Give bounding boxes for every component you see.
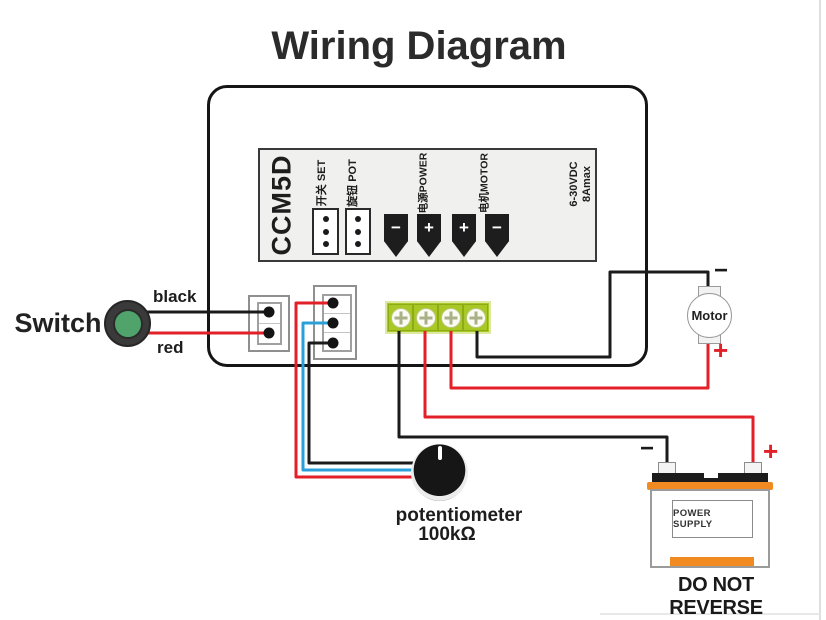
battery-orange-strip (670, 557, 754, 566)
terminal-cell (388, 304, 413, 331)
pin-dot (322, 240, 329, 247)
terminal-sign: − (492, 218, 502, 237)
controller-label-panel: CCM5D 开关 SET 旋钮 POT 电源POWER 电机MOTOR − + … (258, 148, 597, 262)
screw-icon (440, 307, 461, 328)
screw-icon (415, 307, 436, 328)
pin-dot (322, 228, 329, 235)
red-wire-label: red (157, 338, 184, 357)
terminal-sign: + (459, 218, 469, 237)
black-wire-label: black (153, 287, 197, 306)
terminal-cell (438, 304, 463, 331)
pot-pins-icon (345, 208, 371, 255)
switch-button (104, 300, 151, 347)
knob-indicator (437, 446, 442, 460)
photo-edge-right (819, 0, 821, 620)
photo-edge-bottom (600, 613, 820, 615)
screw-icon (465, 307, 486, 328)
pin-dot (355, 240, 361, 247)
potentiometer-name: potentiometer (395, 505, 523, 526)
power-label: 电源POWER (417, 152, 430, 214)
terminal-cell (463, 304, 488, 331)
do-not-reverse-warning: DO NOT REVERSE (669, 574, 763, 619)
set-label: 开关 SET (316, 159, 328, 207)
screw-terminal-block (385, 301, 491, 334)
motor-positive-sign: + (713, 335, 729, 365)
power-supply-label: POWER SUPPLY (672, 500, 753, 538)
connector-cell (259, 324, 280, 343)
power-plus-terminal-icon: + (417, 214, 441, 257)
battery-positive-sign: + (763, 436, 779, 466)
screw-icon (390, 307, 411, 328)
page-title: Wiring Diagram (271, 24, 567, 68)
battery-top-notch (704, 473, 718, 478)
pin-dot (355, 228, 361, 235)
pot-label: 旋钮 POT (347, 159, 359, 207)
battery-orange-band (647, 482, 773, 490)
connector-cell (324, 333, 350, 350)
pin-dot (322, 216, 329, 223)
switch-label: Switch (14, 308, 102, 338)
switch-button-cap (112, 308, 143, 339)
battery-negative-sign: − (640, 435, 655, 462)
terminal-sign: + (424, 218, 434, 237)
power-minus-terminal-icon: − (384, 214, 408, 257)
rating-line1: 6-30VDC (568, 161, 580, 207)
model-name: CCM5D (266, 154, 297, 256)
potentiometer-value: 100kΩ (418, 524, 476, 545)
terminal-cell (413, 304, 438, 331)
motor-negative-sign: − (714, 257, 729, 284)
connector-cell (324, 314, 350, 333)
potentiometer-knob (411, 444, 468, 501)
voltage-rating: 6-30VDC 8Amax (568, 161, 594, 206)
connector-cell (259, 304, 280, 324)
battery-top-bar (652, 473, 768, 483)
motor-plus-terminal-icon: + (452, 214, 476, 257)
rating-line2: 8Amax (581, 165, 593, 203)
switch-connector (248, 295, 290, 352)
connector-cell (324, 296, 350, 315)
pot-connector (313, 285, 357, 360)
pin-dot (355, 216, 361, 223)
terminal-sign: − (391, 218, 401, 237)
motor-label: 电机MOTOR (478, 153, 491, 213)
set-pins-icon (312, 208, 339, 255)
motor: Motor (687, 293, 732, 338)
motor-minus-terminal-icon: − (485, 214, 509, 257)
